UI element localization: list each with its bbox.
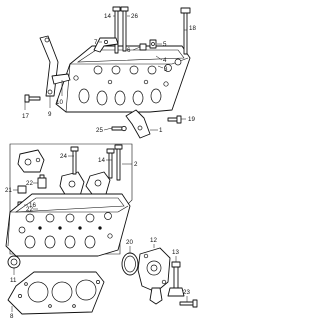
- callout-1: 1: [159, 127, 163, 134]
- lower-bolts: [70, 144, 123, 181]
- upper-stud-bolts: [112, 6, 129, 54]
- fitting-13: [167, 261, 185, 297]
- callout-22-lower: 22: [26, 206, 33, 213]
- callout-24: 24: [60, 153, 67, 160]
- callout-10: 10: [56, 99, 63, 106]
- callout-16: 16: [29, 202, 36, 209]
- o-ring: [121, 252, 139, 276]
- bolt-23: [179, 299, 198, 308]
- callout-6: 6: [127, 47, 131, 54]
- upper-long-bolt: [180, 7, 191, 55]
- lower-cylinder-head: [5, 193, 131, 257]
- upper-bolt-17: [24, 94, 41, 103]
- callout-14-lower: 14: [98, 157, 105, 164]
- callout-numbers: 14 26 18 7 6 5 4 3 17 10 9 25 1 19 24 14…: [5, 13, 196, 320]
- callout-25: 25: [96, 127, 103, 134]
- upper-bolt-19: [167, 115, 182, 124]
- callout-23: 23: [183, 289, 190, 296]
- callout-19: 19: [188, 116, 195, 123]
- callout-12: 12: [150, 237, 157, 244]
- upper-bracket-1: [111, 109, 151, 139]
- thermostat-housing: [137, 247, 171, 305]
- callout-4: 4: [163, 57, 167, 64]
- callout-13: 13: [172, 249, 179, 256]
- upper-cylinder-head: [55, 45, 191, 113]
- head-gasket: [7, 271, 105, 315]
- callout-26: 26: [131, 13, 138, 20]
- callout-22-upper: 22: [26, 180, 33, 187]
- callout-8: 8: [10, 313, 14, 320]
- upper-fittings: [139, 39, 157, 51]
- lower-rocker-arms: [17, 149, 111, 197]
- callout-20: 20: [126, 239, 133, 246]
- callout-14-upper: 14: [104, 13, 111, 20]
- callout-5: 5: [163, 41, 167, 48]
- callout-7: 7: [94, 39, 98, 46]
- leader-lines: [11, 15, 188, 312]
- seal-11: [7, 255, 21, 269]
- upper-bracket: [93, 37, 119, 53]
- callout-17: 17: [22, 113, 29, 120]
- callout-21: 21: [5, 187, 12, 194]
- callout-3: 3: [164, 66, 168, 73]
- parts-diagram: 14 26 18 7 6 5 4 3 17 10 9 25 1 19 24 14…: [5, 6, 198, 320]
- callout-18: 18: [189, 25, 196, 32]
- callout-2: 2: [134, 161, 138, 168]
- callout-11: 11: [10, 277, 17, 284]
- callout-9: 9: [48, 111, 52, 118]
- upper-left-bracket: [39, 35, 71, 97]
